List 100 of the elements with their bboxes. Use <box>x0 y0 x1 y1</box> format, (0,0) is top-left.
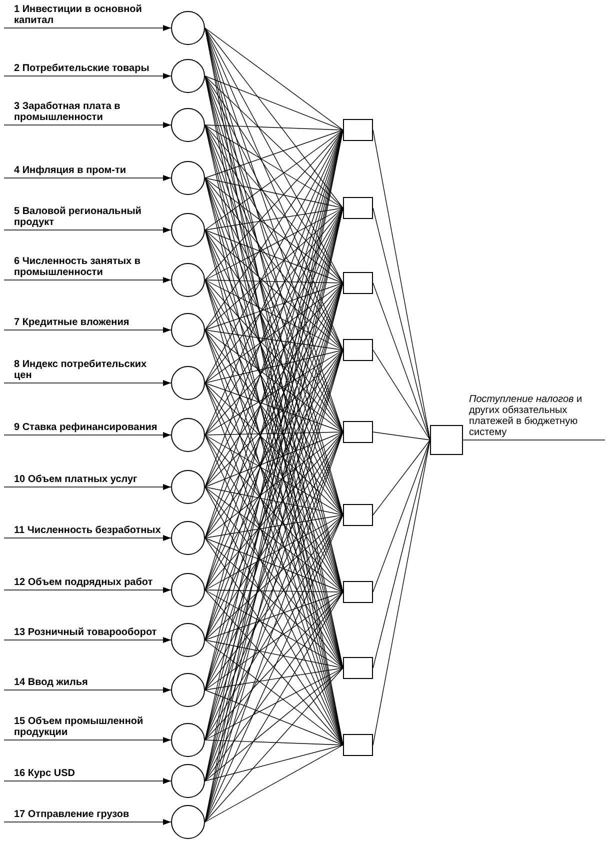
connector-line <box>204 640 344 746</box>
arrow <box>4 687 172 693</box>
arrow <box>4 277 172 283</box>
hidden-neuron-box <box>343 734 373 756</box>
input-label: 11 Численность безработных <box>14 525 162 536</box>
connector-line <box>204 330 344 350</box>
connector-line <box>204 28 344 130</box>
input-label: 10 Объем платных услуг <box>14 474 138 485</box>
arrow <box>4 819 172 825</box>
connector-line <box>204 178 344 284</box>
input-label: 9 Ставка рефинансирования <box>14 422 158 433</box>
connector-line <box>204 330 344 432</box>
connector-line <box>372 432 430 440</box>
connector-line <box>204 350 344 384</box>
arrow <box>4 432 172 438</box>
connector-line <box>204 590 344 668</box>
connector-line <box>204 76 344 130</box>
output-label: Поступление налогов и других обязательных платежей в бюджетную систему <box>469 394 584 438</box>
arrow <box>4 25 172 31</box>
connector-line <box>204 640 344 668</box>
hidden-neuron-box <box>343 272 373 294</box>
connector-line <box>204 208 344 230</box>
input-label: 8 Индекс потребительских цен <box>14 359 148 381</box>
connector-line <box>204 282 344 330</box>
connector-line <box>204 514 344 640</box>
hidden-neuron-box <box>343 119 373 141</box>
connector-line <box>204 432 344 488</box>
connector-line <box>204 230 344 284</box>
input-label: 13 Розничный товарооборот <box>14 627 158 638</box>
connector-line <box>204 178 344 350</box>
connector-line <box>204 382 344 432</box>
connector-line <box>204 668 344 740</box>
connector-line <box>204 76 344 284</box>
connector-line <box>204 514 344 590</box>
connector-line <box>204 382 344 516</box>
connector-line <box>204 592 344 822</box>
connector-line <box>204 740 344 746</box>
connector-line <box>204 350 344 538</box>
connector-line <box>204 668 344 782</box>
connector-line <box>204 130 344 178</box>
hidden-neuron-box <box>343 581 373 603</box>
input-label: 6 Численность занятых в промышленности <box>14 256 142 278</box>
arrow <box>4 637 172 643</box>
connector-line <box>204 76 344 208</box>
arrow <box>4 227 172 233</box>
connector-line <box>372 282 430 440</box>
input-label: 12 Объем подрядных работ <box>14 577 154 588</box>
connector-line <box>204 124 344 130</box>
hidden-neuron-box <box>343 339 373 361</box>
connector-line <box>204 486 344 668</box>
input-label: 1 Инвестиции в основной капитал <box>14 4 143 26</box>
input-label: 5 Валовой региональный продукт <box>14 206 142 228</box>
connector-line <box>204 130 344 230</box>
connector-line <box>204 280 344 284</box>
connector-line <box>204 330 344 516</box>
connector-line <box>372 440 430 668</box>
connector-line <box>372 440 430 516</box>
connector-line <box>372 350 430 440</box>
connector-line <box>204 592 344 782</box>
hidden-neuron-box <box>343 421 373 443</box>
connector-line <box>204 208 344 280</box>
input-label: 16 Курс USD <box>14 768 76 779</box>
connector-line <box>204 668 344 822</box>
connector-line <box>204 28 344 208</box>
input-label: 17 Отправление грузов <box>14 809 130 820</box>
connector-line <box>204 514 344 538</box>
input-label: 2 Потребительские товары <box>14 63 150 74</box>
input-label: 15 Объем промышленной продукции <box>14 716 144 738</box>
input-label: 4 Инфляция в пром-ти <box>14 165 127 176</box>
connector-line <box>204 350 344 488</box>
connector-line <box>372 208 430 440</box>
hidden-neuron-box <box>343 504 373 526</box>
connector-line <box>204 124 344 208</box>
connector-line <box>204 744 344 822</box>
hidden-neuron-box <box>343 657 373 679</box>
connector-line <box>204 744 344 782</box>
connector-line <box>372 440 430 592</box>
connector-line <box>204 538 344 668</box>
output-neuron-box <box>430 425 463 455</box>
connector-line <box>204 280 344 350</box>
connector-line <box>204 208 344 330</box>
connector-line <box>204 668 344 690</box>
arrow <box>4 587 172 593</box>
connector-line <box>204 28 344 284</box>
connector-line <box>204 432 344 538</box>
connector-line <box>204 434 344 516</box>
connector-line <box>204 486 344 516</box>
connector-line <box>204 690 344 746</box>
connector-line <box>204 514 344 690</box>
connector-line <box>204 538 344 592</box>
connector-line <box>204 486 344 592</box>
connector-line <box>204 592 344 640</box>
arrow <box>4 778 172 784</box>
input-label: 3 Заработная плата в промышленности <box>14 101 122 123</box>
hidden-neuron-box <box>343 197 373 219</box>
arrow <box>4 175 172 181</box>
connector-line <box>204 432 344 436</box>
arrow <box>4 73 172 79</box>
connector-line <box>204 350 344 436</box>
input-label: 14 Ввод жилья <box>14 677 89 688</box>
